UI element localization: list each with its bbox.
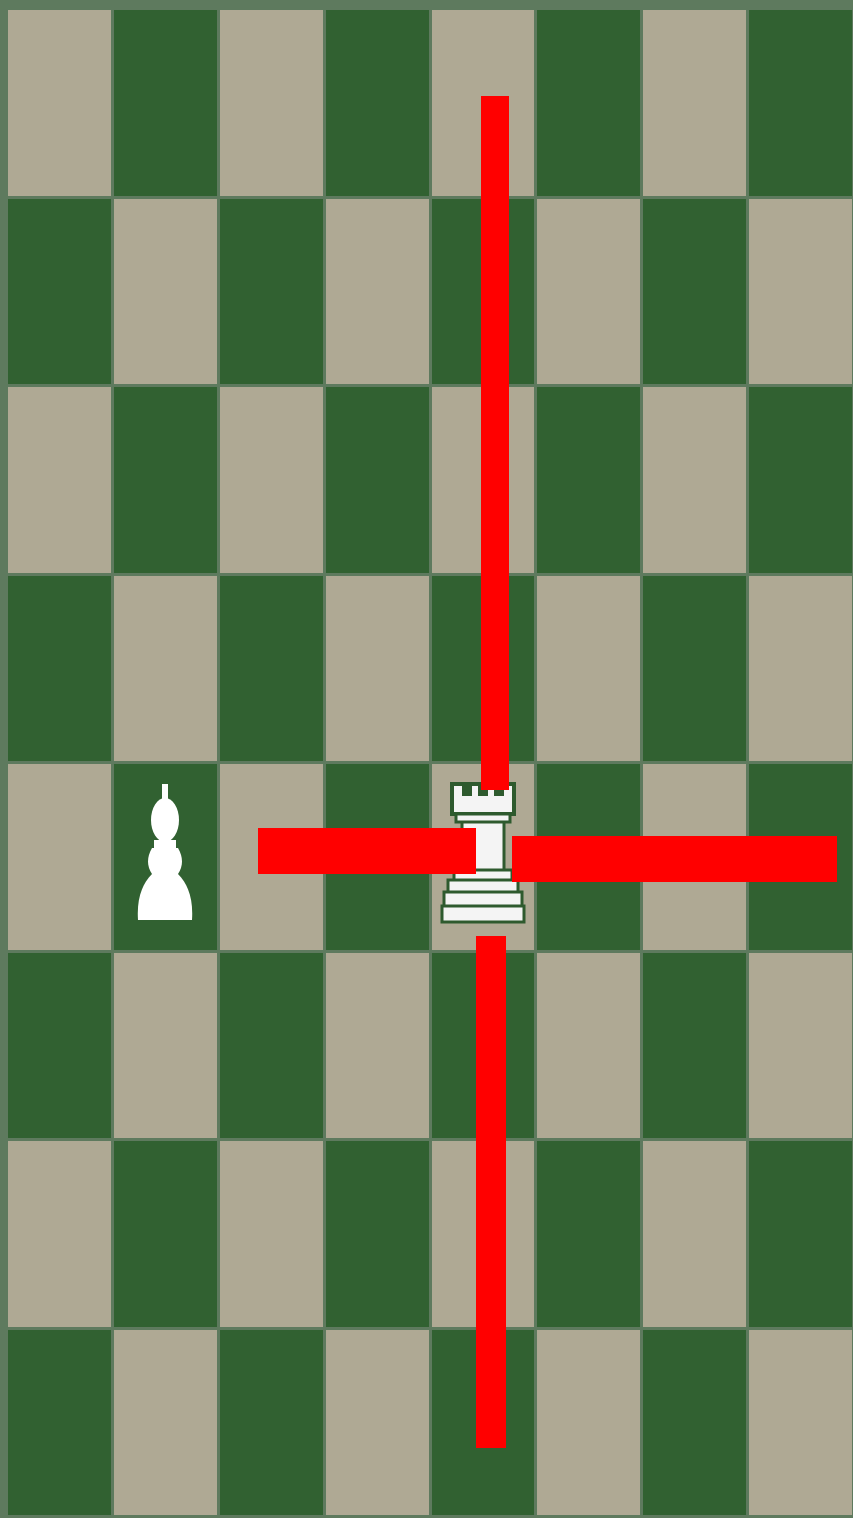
square-h3[interactable] xyxy=(749,953,852,1139)
square-c5[interactable] xyxy=(220,576,323,762)
square-f6[interactable] xyxy=(537,387,640,573)
square-f8[interactable] xyxy=(537,10,640,196)
square-d6[interactable] xyxy=(326,387,429,573)
square-g6[interactable] xyxy=(643,387,746,573)
square-g4[interactable] xyxy=(643,764,746,950)
square-e1[interactable] xyxy=(432,1330,535,1516)
square-b2[interactable] xyxy=(114,1141,217,1327)
square-c3[interactable] xyxy=(220,953,323,1139)
square-g2[interactable] xyxy=(643,1141,746,1327)
square-f5[interactable] xyxy=(537,576,640,762)
square-b7[interactable] xyxy=(114,199,217,385)
square-d1[interactable] xyxy=(326,1330,429,1516)
square-d5[interactable] xyxy=(326,576,429,762)
square-a3[interactable] xyxy=(8,953,111,1139)
square-g8[interactable] xyxy=(643,10,746,196)
square-f1[interactable] xyxy=(537,1330,640,1516)
square-b5[interactable] xyxy=(114,576,217,762)
square-d2[interactable] xyxy=(326,1141,429,1327)
square-d7[interactable] xyxy=(326,199,429,385)
square-e5[interactable] xyxy=(432,576,535,762)
square-d8[interactable] xyxy=(326,10,429,196)
square-a1[interactable] xyxy=(8,1330,111,1516)
square-f2[interactable] xyxy=(537,1141,640,1327)
square-h2[interactable] xyxy=(749,1141,852,1327)
square-a2[interactable] xyxy=(8,1141,111,1327)
square-h6[interactable] xyxy=(749,387,852,573)
square-e6[interactable] xyxy=(432,387,535,573)
chess-board xyxy=(8,10,852,1515)
square-h1[interactable] xyxy=(749,1330,852,1516)
square-a4[interactable] xyxy=(8,764,111,950)
square-a8[interactable] xyxy=(8,10,111,196)
square-g3[interactable] xyxy=(643,953,746,1139)
square-a6[interactable] xyxy=(8,387,111,573)
square-b4[interactable] xyxy=(114,764,217,950)
square-b1[interactable] xyxy=(114,1330,217,1516)
square-c7[interactable] xyxy=(220,199,323,385)
square-c6[interactable] xyxy=(220,387,323,573)
square-e8[interactable] xyxy=(432,10,535,196)
square-c1[interactable] xyxy=(220,1330,323,1516)
square-c4[interactable] xyxy=(220,764,323,950)
square-e2[interactable] xyxy=(432,1141,535,1327)
square-h4[interactable] xyxy=(749,764,852,950)
square-g1[interactable] xyxy=(643,1330,746,1516)
square-e3[interactable] xyxy=(432,953,535,1139)
square-e7[interactable] xyxy=(432,199,535,385)
square-d3[interactable] xyxy=(326,953,429,1139)
square-g5[interactable] xyxy=(643,576,746,762)
square-b3[interactable] xyxy=(114,953,217,1139)
square-b8[interactable] xyxy=(114,10,217,196)
square-b6[interactable] xyxy=(114,387,217,573)
square-h5[interactable] xyxy=(749,576,852,762)
square-c2[interactable] xyxy=(220,1141,323,1327)
square-f3[interactable] xyxy=(537,953,640,1139)
square-f7[interactable] xyxy=(537,199,640,385)
square-a7[interactable] xyxy=(8,199,111,385)
square-c8[interactable] xyxy=(220,10,323,196)
square-f4[interactable] xyxy=(537,764,640,950)
square-h8[interactable] xyxy=(749,10,852,196)
square-d4[interactable] xyxy=(326,764,429,950)
white-bishop-icon[interactable] xyxy=(122,782,208,932)
square-g7[interactable] xyxy=(643,199,746,385)
square-e4[interactable] xyxy=(432,764,535,950)
square-a5[interactable] xyxy=(8,576,111,762)
white-rook-icon[interactable] xyxy=(440,782,526,932)
square-h7[interactable] xyxy=(749,199,852,385)
